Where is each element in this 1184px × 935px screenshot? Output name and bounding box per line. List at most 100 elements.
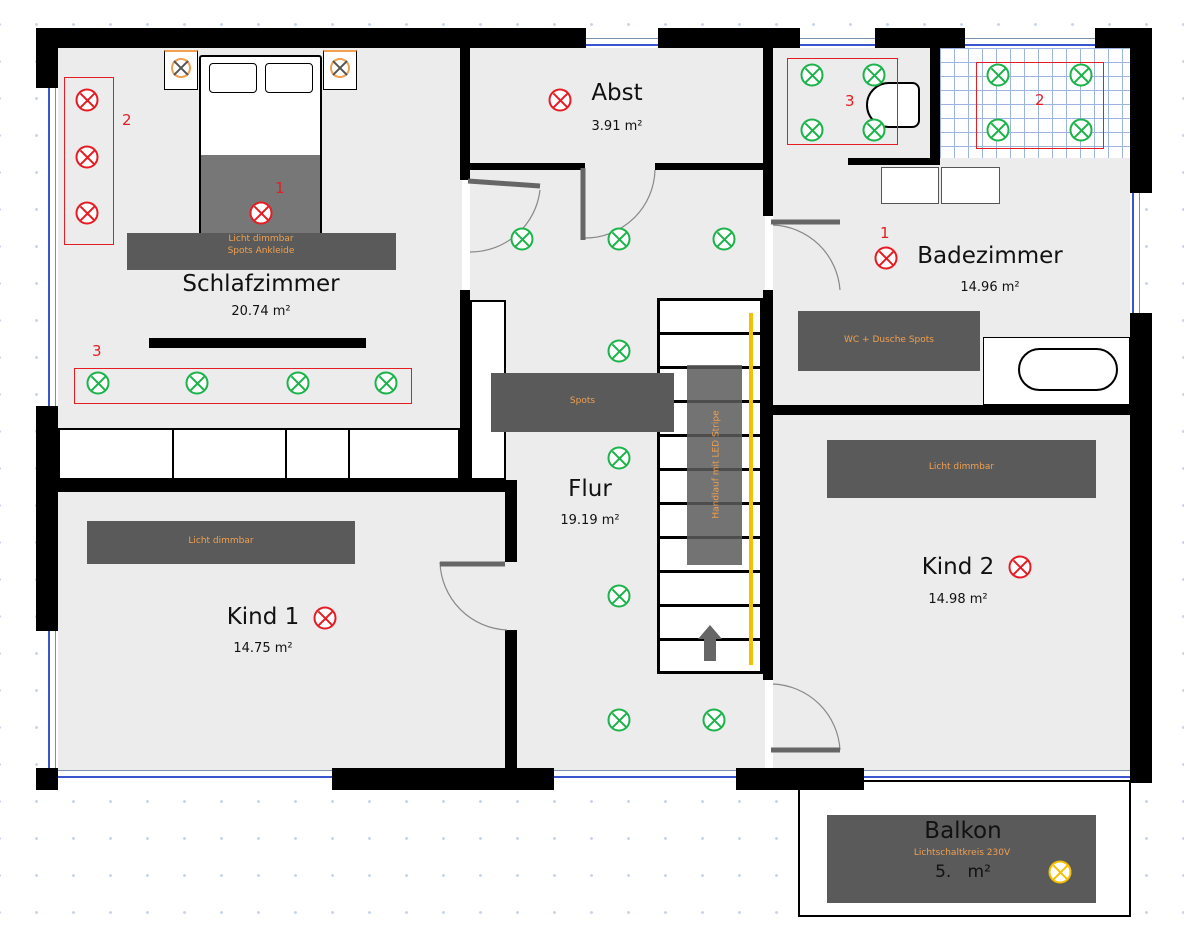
circuit-number: 3 — [845, 92, 855, 110]
balkon-label: Lichtschaltkreis 230V — [913, 848, 1011, 858]
ceiling-light-icon[interactable] — [249, 201, 273, 225]
circuit-box-bad-3 — [787, 58, 898, 145]
bedside-lamp-icon[interactable] — [171, 58, 191, 78]
spot-light-icon[interactable] — [862, 63, 886, 87]
kind1-label: Licht dimmbar — [188, 536, 254, 546]
bedside-lamp-icon[interactable] — [330, 58, 350, 78]
room-name-kind1: Kind 1 — [226, 604, 300, 630]
spot-light-icon[interactable] — [185, 371, 209, 395]
sink-left — [881, 167, 939, 204]
ceiling-light-icon[interactable] — [874, 246, 898, 270]
kind2-label: Licht dimmbar — [928, 462, 995, 472]
circuit-number: 1 — [880, 224, 890, 242]
room-area-balkon: 5. m² — [935, 862, 991, 882]
spot-light-icon[interactable] — [986, 118, 1010, 142]
room-name-kind2: Kind 2 — [921, 554, 995, 580]
wall — [763, 290, 773, 680]
wall — [470, 163, 585, 170]
ceiling-light-icon[interactable] — [1008, 555, 1032, 579]
label-box-kind1: Licht dimmbar — [87, 521, 355, 564]
spot-light-icon[interactable] — [607, 227, 631, 251]
handlauf-label: Handlauf mit LED Stripe — [711, 410, 722, 519]
ceiling-light-icon[interactable] — [75, 145, 99, 169]
label-box-kind2: Licht dimmbar — [827, 440, 1096, 498]
bed-bar — [149, 338, 366, 348]
ceiling-light-icon[interactable] — [75, 201, 99, 225]
circuit-box-schlaf-3 — [74, 368, 412, 404]
spot-light-icon[interactable] — [607, 708, 631, 732]
spot-light-icon[interactable] — [702, 708, 726, 732]
label-box-bad: WC + Dusche Spots — [798, 311, 980, 371]
spot-light-icon[interactable] — [712, 227, 736, 251]
flur-spots-label: Spots — [569, 396, 596, 406]
spot-light-icon[interactable] — [607, 339, 631, 363]
wall — [655, 163, 765, 170]
spot-light-icon[interactable] — [374, 371, 398, 395]
wall — [848, 158, 940, 165]
bathtub — [983, 337, 1130, 405]
circuit-box-schlaf-2 — [64, 77, 114, 245]
wall — [1130, 28, 1152, 193]
spot-light-icon[interactable] — [1069, 118, 1093, 142]
circuit-number: 3 — [92, 342, 102, 360]
room-area-kind2: 14.98 m² — [928, 592, 988, 607]
circuit-number: 1 — [275, 179, 285, 197]
room-name-flur: Flur — [568, 476, 612, 502]
outdoor-light-icon[interactable] — [1048, 860, 1072, 884]
spot-light-icon[interactable] — [862, 118, 886, 142]
wall — [36, 768, 58, 790]
label-box-schlafzimmer — [127, 233, 396, 270]
wall — [773, 405, 1130, 415]
room-area-badezimmer: 14.96 m² — [960, 280, 1020, 295]
stair-up-arrow-icon — [698, 625, 722, 639]
room-name-schlafzimmer: Schlafzimmer — [182, 271, 340, 297]
ceiling-light-icon[interactable] — [75, 88, 99, 112]
room-name-badezimmer: Badezimmer — [917, 243, 1063, 269]
room-name-abst: Abst — [591, 80, 643, 106]
spot-light-icon[interactable] — [510, 227, 534, 251]
window — [864, 770, 1130, 778]
spot-light-icon[interactable] — [800, 118, 824, 142]
room-area-flur: 19.19 m² — [560, 513, 620, 528]
spot-light-icon[interactable] — [1069, 63, 1093, 87]
wardrobe — [58, 428, 460, 480]
wall — [930, 48, 940, 160]
wall — [36, 406, 58, 631]
wall — [1130, 313, 1152, 783]
wall — [36, 28, 58, 88]
room-area-abst: 3.91 m² — [591, 119, 643, 134]
wall — [58, 480, 516, 492]
label-box-flur-spots: Spots — [491, 373, 674, 432]
shower-tiles — [940, 48, 1130, 158]
window — [800, 38, 875, 46]
stair-up-arrow-shaft — [704, 639, 716, 661]
wall — [36, 28, 586, 48]
schlafzimmer-label-2: Spots Ankleide — [227, 246, 295, 256]
room-area-schlafzimmer: 20.74 m² — [231, 304, 291, 319]
wall — [460, 290, 470, 482]
wall — [505, 480, 517, 562]
spot-light-icon[interactable] — [286, 371, 310, 395]
spot-light-icon[interactable] — [86, 371, 110, 395]
ceiling-light-icon[interactable] — [548, 88, 572, 112]
wall — [332, 768, 554, 790]
sink-right — [941, 167, 1000, 204]
led-stripe — [749, 313, 753, 665]
label-box-handlauf: Handlauf mit LED Stripe — [687, 365, 742, 565]
circuit-box-bad-2 — [976, 62, 1104, 149]
spot-light-icon[interactable] — [986, 63, 1010, 87]
window — [48, 631, 56, 771]
room-abst[interactable] — [470, 48, 763, 168]
window — [58, 770, 332, 778]
room-area-kind1: 14.75 m² — [233, 641, 293, 656]
bad-label: WC + Dusche Spots — [844, 335, 934, 345]
window — [965, 38, 1095, 46]
spot-light-icon[interactable] — [800, 63, 824, 87]
ceiling-light-icon[interactable] — [313, 606, 337, 630]
room-name-balkon: Balkon — [924, 818, 1002, 844]
window — [48, 88, 56, 406]
schlafzimmer-label-1: Licht dimmbar — [228, 234, 294, 244]
spot-light-icon[interactable] — [607, 446, 631, 470]
label-box-balkon — [827, 815, 1096, 903]
spot-light-icon[interactable] — [607, 584, 631, 608]
